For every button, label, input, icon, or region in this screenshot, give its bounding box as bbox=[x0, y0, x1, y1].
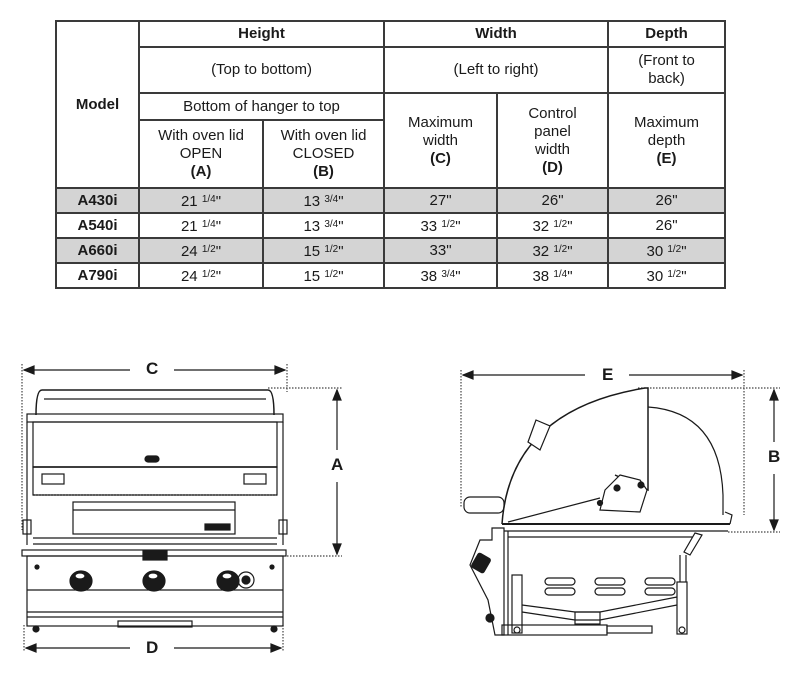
header-col-a: With oven lid OPEN (A) bbox=[138, 119, 264, 189]
cell-e: 26" bbox=[607, 187, 727, 214]
header-depth-sub: (Front to back) bbox=[607, 46, 727, 94]
cell-d: 32 1/2" bbox=[496, 237, 610, 264]
cell-d: 38 1/4" bbox=[496, 262, 610, 289]
cell-b: 15 1/2" bbox=[261, 262, 386, 289]
header-height-sub2: Bottom of hanger to top bbox=[137, 92, 386, 121]
col-e-key: (E) bbox=[656, 149, 677, 167]
header-model: Model bbox=[55, 20, 140, 189]
table-row: A790i 24 1/2" 15 1/2" 38 3/4" 38 1/4" 30… bbox=[55, 262, 727, 289]
col-d-line2: panel bbox=[534, 122, 571, 140]
grill-side-view-drawing: E B bbox=[440, 350, 800, 669]
dimension-label-b: B bbox=[768, 447, 781, 466]
model-cell: A790i bbox=[55, 262, 140, 289]
col-c-key: (C) bbox=[430, 149, 451, 167]
dimension-label-e: E bbox=[602, 365, 614, 384]
grill-side-illustration bbox=[460, 370, 780, 636]
cell-e: 30 1/2" bbox=[607, 262, 727, 289]
header-height: Height bbox=[137, 20, 386, 48]
header-depth: Depth bbox=[607, 20, 727, 48]
col-a-line2: OPEN bbox=[179, 145, 223, 162]
cell-a: 24 1/2" bbox=[138, 262, 264, 289]
cell-b: 15 1/2" bbox=[261, 237, 386, 264]
cell-e: 30 1/2" bbox=[607, 237, 727, 264]
depth-sub-line1: (Front to bbox=[638, 52, 695, 69]
model-cell: A660i bbox=[55, 237, 140, 264]
cell-c: 27" bbox=[383, 187, 499, 214]
header-col-d: Control panel width (D) bbox=[496, 92, 610, 189]
dimension-label-d: D bbox=[146, 638, 159, 657]
cell-a: 21 1/4" bbox=[138, 187, 264, 214]
col-e-line1: Maximum bbox=[634, 113, 700, 131]
col-e-line2: depth bbox=[647, 131, 686, 149]
table-row: A430i 21 1/4" 13 3/4" 27" 26" 26" bbox=[55, 187, 727, 214]
cell-e: 26" bbox=[607, 212, 727, 239]
cell-a: 24 1/2" bbox=[138, 237, 264, 264]
cell-b: 13 3/4" bbox=[261, 212, 386, 239]
header-width: Width bbox=[383, 20, 610, 48]
cell-a: 21 1/4" bbox=[138, 212, 264, 239]
dimension-label-a: A bbox=[331, 455, 344, 474]
col-a-line1: With oven lid bbox=[158, 127, 244, 144]
table-row: A660i 24 1/2" 15 1/2" 33" 32 1/2" 30 1/2… bbox=[55, 237, 727, 264]
col-d-key: (D) bbox=[542, 158, 563, 176]
cell-b: 13 3/4" bbox=[261, 187, 386, 214]
header-col-c: Maximum width (C) bbox=[383, 92, 499, 189]
col-b-line1: With oven lid bbox=[280, 127, 367, 144]
cell-d: 26" bbox=[496, 187, 610, 214]
cell-c: 38 3/4" bbox=[383, 262, 499, 289]
header-col-b: With oven lid CLOSED (B) bbox=[261, 119, 386, 189]
col-d-line3: width bbox=[535, 140, 571, 158]
depth-sub-line2: back) bbox=[648, 70, 685, 87]
header-col-e: Maximum depth (E) bbox=[607, 92, 727, 189]
grill-dimensions-table: Model Height Width Depth (Top to bottom)… bbox=[55, 20, 727, 289]
col-a-key: (A) bbox=[190, 163, 212, 180]
model-cell: A540i bbox=[55, 212, 140, 239]
col-b-key: (B) bbox=[313, 163, 334, 180]
header-height-sub: (Top to bottom) bbox=[137, 46, 386, 94]
col-d-line1: Control bbox=[528, 104, 577, 122]
cell-c: 33" bbox=[383, 237, 499, 264]
dimension-label-c: C bbox=[146, 359, 159, 378]
model-cell: A430i bbox=[55, 187, 140, 214]
col-c-line1: Maximum bbox=[408, 113, 474, 131]
cell-c: 33 1/2" bbox=[383, 212, 499, 239]
table-row: A540i 21 1/4" 13 3/4" 33 1/2" 32 1/2" 26… bbox=[55, 212, 727, 239]
cell-d: 32 1/2" bbox=[496, 212, 610, 239]
header-width-sub: (Left to right) bbox=[383, 46, 610, 94]
grill-front-illustration bbox=[21, 364, 342, 653]
col-c-line2: width bbox=[423, 131, 459, 149]
grill-front-view-drawing: C A D bbox=[0, 350, 370, 669]
col-b-line2: CLOSED bbox=[292, 145, 355, 162]
